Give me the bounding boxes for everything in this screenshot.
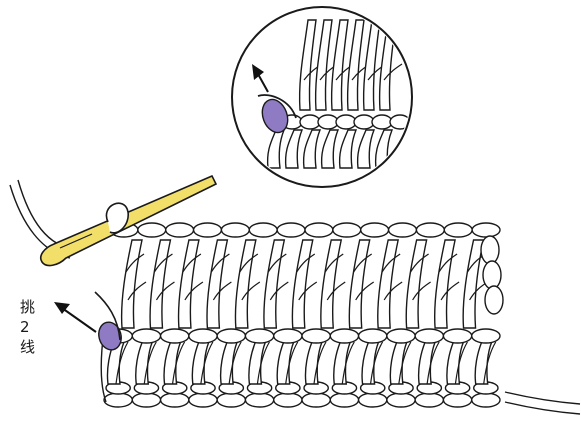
top-loop	[389, 223, 417, 237]
middle-chain-loop	[443, 329, 471, 343]
top-loop	[277, 223, 305, 237]
arrow-icon	[54, 302, 96, 332]
top-loop	[444, 223, 472, 237]
chain-stitch	[274, 393, 302, 407]
middle-chain-loop	[274, 329, 302, 343]
chain-stitch	[245, 393, 273, 407]
chain-stitch	[104, 393, 132, 407]
chain-stitch	[415, 393, 443, 407]
chain-stitch	[302, 393, 330, 407]
row1-stitch	[475, 342, 492, 384]
row2-stitch	[235, 240, 255, 328]
chain-stitch	[443, 393, 471, 407]
top-loop	[221, 223, 249, 237]
middle-chain-loop	[359, 329, 387, 343]
magnifier-circle-icon	[232, 7, 412, 187]
top-loop	[333, 223, 361, 237]
chain-stitch	[161, 393, 189, 407]
row1-stitch	[419, 342, 436, 384]
row2-stitch	[207, 240, 227, 328]
chain-stitch	[217, 393, 245, 407]
row2-stitch	[435, 240, 455, 328]
top-loop	[472, 223, 500, 237]
crochet-swatch	[101, 223, 500, 407]
middle-chain-loop	[302, 329, 330, 343]
top-loop	[416, 223, 444, 237]
middle-chain-loop	[330, 329, 358, 343]
inset-chain-loop	[336, 115, 356, 129]
chain-stitch	[472, 393, 500, 407]
chain-stitch	[189, 393, 217, 407]
middle-chain-loop	[472, 329, 500, 343]
row1-stitch	[305, 342, 322, 384]
middle-chain-loop	[161, 329, 189, 343]
middle-chain-loop	[415, 329, 443, 343]
row2-stitch	[150, 240, 170, 328]
chain-stitch	[387, 393, 415, 407]
row2-stitch	[406, 240, 426, 328]
row1-stitch	[221, 342, 238, 384]
row1-stitch	[164, 342, 181, 384]
yarn-tail-inner	[505, 402, 580, 414]
row1-stitch	[390, 342, 407, 384]
label-char-3: 线	[20, 340, 35, 355]
inset-chain-loop	[318, 115, 338, 129]
label-char-2: 2	[20, 320, 30, 335]
top-loop	[249, 223, 277, 237]
row2-stitch	[321, 240, 341, 328]
top-loop	[138, 223, 166, 237]
middle-chain-loop	[387, 329, 415, 343]
row2-stitch	[349, 240, 369, 328]
row1-stitch	[447, 342, 464, 384]
yarn-tail	[505, 392, 580, 404]
middle-chain-loop	[189, 329, 217, 343]
chain-stitch	[330, 393, 358, 407]
middle-chain-loop	[132, 329, 160, 343]
top-loop	[305, 223, 333, 237]
turning-chain-right	[481, 236, 503, 314]
row1-stitch	[277, 342, 294, 384]
chain-stitch	[359, 393, 387, 407]
inset-chain-loop	[354, 115, 374, 129]
inset-chain-loop	[300, 115, 320, 129]
row2-stitch	[264, 240, 284, 328]
row2-stitch	[292, 240, 312, 328]
row1-stitch	[192, 342, 209, 384]
middle-chain-loop	[245, 329, 273, 343]
row2-stitch	[122, 240, 142, 328]
inset-chain-loop	[372, 115, 392, 129]
chain-stitch	[132, 393, 160, 407]
top-loop	[194, 223, 222, 237]
row2-stitch	[378, 240, 398, 328]
top-loop	[361, 223, 389, 237]
label-char-1: 挑	[20, 300, 35, 315]
row1-stitch	[334, 342, 351, 384]
row2-stitch	[463, 240, 483, 328]
row1-stitch	[136, 342, 153, 384]
row1-stitch	[362, 342, 379, 384]
row2-stitch	[179, 240, 199, 328]
row1-stitch	[249, 342, 266, 384]
middle-chain-loop	[217, 329, 245, 343]
top-loop	[166, 223, 194, 237]
